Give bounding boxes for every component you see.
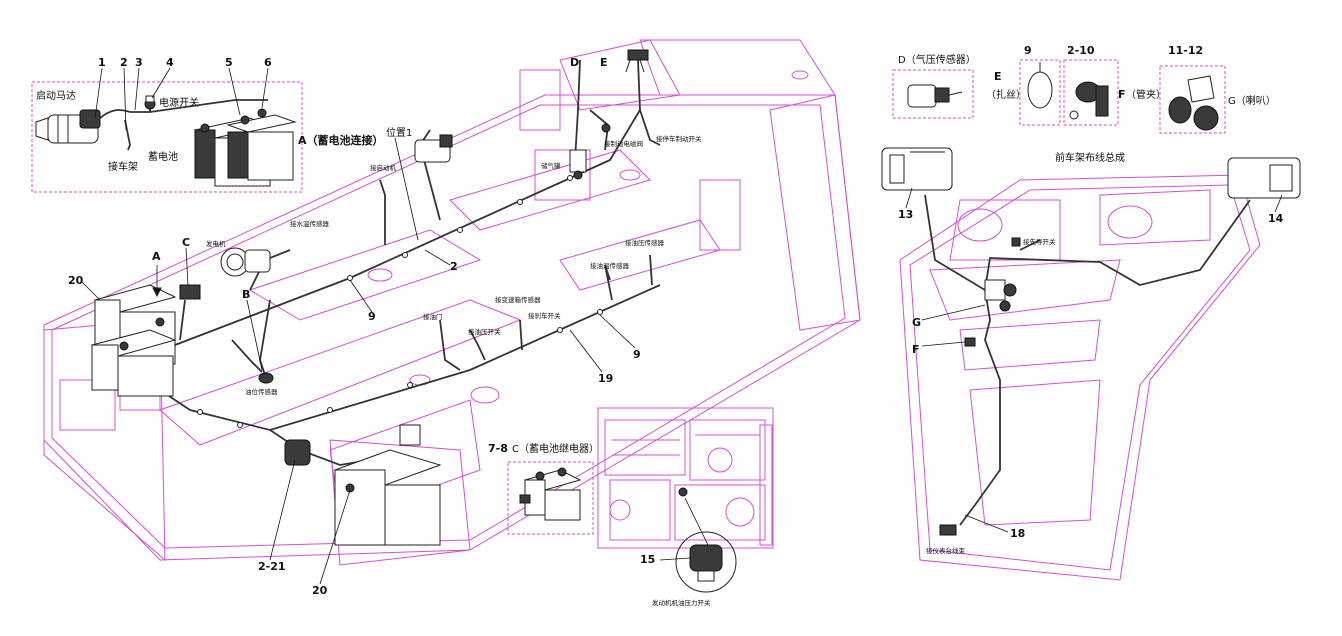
frame-ground-label: 接车架 bbox=[108, 160, 138, 173]
oil-pressure-sensor-label: 接油压传感器 bbox=[625, 238, 665, 247]
inset-a-border bbox=[31, 81, 303, 193]
callout-2-main: 2 bbox=[450, 260, 458, 273]
starter-motor bbox=[35, 109, 101, 144]
harness-clips bbox=[197, 175, 603, 428]
water-temp-label: 接水温传感器 bbox=[290, 219, 330, 228]
ground-cable bbox=[124, 119, 131, 151]
callout-b-main: B bbox=[242, 288, 250, 301]
callout-1: 1 bbox=[98, 56, 106, 69]
oil-pressure-switch-caption: 发动机机油压力开关 bbox=[652, 598, 711, 607]
inset-c-title: C（蓄电池继电器） bbox=[512, 442, 599, 455]
callout-2-10: 2-10 bbox=[1067, 44, 1095, 57]
main-harness bbox=[90, 49, 661, 546]
starter-motor-label: 启动马达 bbox=[36, 89, 76, 102]
air-tank-label: 储气罐 bbox=[541, 161, 561, 170]
callout-9-tie: 9 bbox=[1024, 44, 1032, 57]
oil-pressure-switch-label: 接油压开关 bbox=[468, 327, 501, 336]
callout-9-right: 9 bbox=[633, 348, 641, 361]
instrument-connector bbox=[939, 524, 957, 536]
callout-7-8: 7-8 bbox=[488, 442, 508, 455]
power-switch-label: 电源开关 bbox=[159, 96, 199, 109]
battery-cable bbox=[99, 99, 268, 119]
inset-wire-tie: E （扎丝） 9 bbox=[986, 44, 1061, 126]
callout-f-front: F bbox=[912, 343, 920, 356]
callout-5: 5 bbox=[225, 56, 233, 69]
starter-connect-label: 接启动机 bbox=[370, 163, 397, 172]
inset-f-title: F bbox=[1118, 88, 1126, 101]
brake-switch-label: 接刹车开关 bbox=[528, 311, 561, 320]
callout-g-front: G bbox=[912, 316, 921, 329]
horn-on-frame bbox=[984, 279, 1017, 312]
inset-horn: 11-12 G（喇叭） bbox=[1159, 44, 1276, 134]
inset-e-subtitle: （扎丝） bbox=[986, 88, 1026, 101]
left-headlamp bbox=[881, 147, 953, 191]
battery-rear bbox=[284, 424, 442, 546]
callout-9-left: 9 bbox=[368, 310, 376, 323]
main-frame-labels: D E 位置1 接启动机 接制动电磁阀 接停车制动开关 储气罐 发电机 接水温传… bbox=[68, 56, 702, 597]
inset-a-title: A（蓄电池连接） bbox=[298, 133, 384, 147]
connector-e bbox=[625, 49, 649, 73]
inset-engine: 15 发动机机油压力开关 bbox=[597, 407, 774, 607]
guide-switch-connector bbox=[1011, 237, 1021, 247]
brake-solenoid bbox=[601, 123, 611, 133]
branch-d bbox=[574, 59, 581, 161]
position-1-label: 位置1 bbox=[386, 126, 412, 139]
callout-a-main: A bbox=[152, 250, 161, 263]
inset-f-subtitle: （管夹） bbox=[1126, 88, 1166, 101]
generator-label: 发电机 bbox=[206, 239, 226, 248]
pipe-clamp-on-frame bbox=[964, 337, 976, 347]
callout-c-main: C bbox=[182, 236, 190, 249]
air-tank-valve bbox=[569, 149, 587, 180]
callout-e-main: E bbox=[600, 56, 608, 69]
callout-15: 15 bbox=[640, 553, 655, 566]
inset-pipe-clamp: 2-10 F （管夹） bbox=[1063, 44, 1166, 126]
callout-d-main: D bbox=[570, 56, 579, 69]
guide-switch-label: 接先导开关 bbox=[1023, 237, 1056, 246]
callout-6: 6 bbox=[264, 56, 272, 69]
harness-upper bbox=[174, 59, 641, 346]
front-frame-labels: 前车架布线总成 13 14 接先导开关 G F 18 接仪表台线束 bbox=[898, 151, 1284, 555]
callout-20-left: 20 bbox=[68, 274, 84, 287]
fuel-sensor-label: 油位传感器 bbox=[245, 387, 278, 396]
callout-2-21: 2-21 bbox=[258, 560, 286, 573]
callout-11-12: 11-12 bbox=[1168, 44, 1203, 57]
harness-lower bbox=[158, 284, 661, 431]
inset-battery-relay: 7-8 C（蓄电池继电器） bbox=[488, 442, 599, 535]
inset-air-pressure-sensor: D（气压传感器） bbox=[892, 53, 976, 119]
inset-g-title: G（喇叭） bbox=[1228, 95, 1276, 107]
callout-19: 19 bbox=[598, 372, 613, 385]
front-frame-drawing bbox=[899, 174, 1261, 581]
starter-on-frame bbox=[414, 134, 453, 163]
fuel-sensor bbox=[258, 372, 274, 384]
callout-2: 2 bbox=[120, 56, 128, 69]
callout-14: 14 bbox=[1268, 212, 1284, 225]
transmission-sensor-label: 接变速箱传感器 bbox=[495, 295, 541, 304]
rear-frame-drawing bbox=[43, 39, 861, 566]
callout-20-rear: 20 bbox=[312, 584, 328, 597]
callout-3: 3 bbox=[135, 56, 143, 69]
inset-d-title: D（气压传感器） bbox=[898, 53, 976, 66]
power-switch bbox=[144, 95, 156, 110]
park-brake-label: 接停车制动开关 bbox=[656, 134, 702, 143]
front-frame-title: 前车架布线总成 bbox=[1055, 151, 1125, 164]
throttle-label: 接油门 bbox=[423, 312, 443, 321]
callout-4: 4 bbox=[166, 56, 174, 69]
callout-18: 18 bbox=[1010, 527, 1025, 540]
front-harness-main bbox=[924, 194, 1001, 526]
callout-13: 13 bbox=[898, 208, 913, 221]
inset-e-title: E bbox=[994, 70, 1002, 83]
generator bbox=[220, 247, 271, 277]
inset-battery-connection: 启动马达 电源开关 接车架 蓄电池 bbox=[31, 56, 384, 193]
battery-pair bbox=[193, 108, 297, 187]
battery-label: 蓄电池 bbox=[148, 150, 178, 163]
brake-valve-label: 接制动电磁阀 bbox=[604, 139, 643, 148]
instrument-harness-label: 接仪表台线束 bbox=[926, 546, 966, 555]
front-harness bbox=[881, 147, 1301, 536]
battery-left bbox=[90, 284, 201, 397]
right-headlamp bbox=[1227, 157, 1301, 199]
oil-temp-sensor-label: 接油温传感器 bbox=[590, 261, 630, 270]
